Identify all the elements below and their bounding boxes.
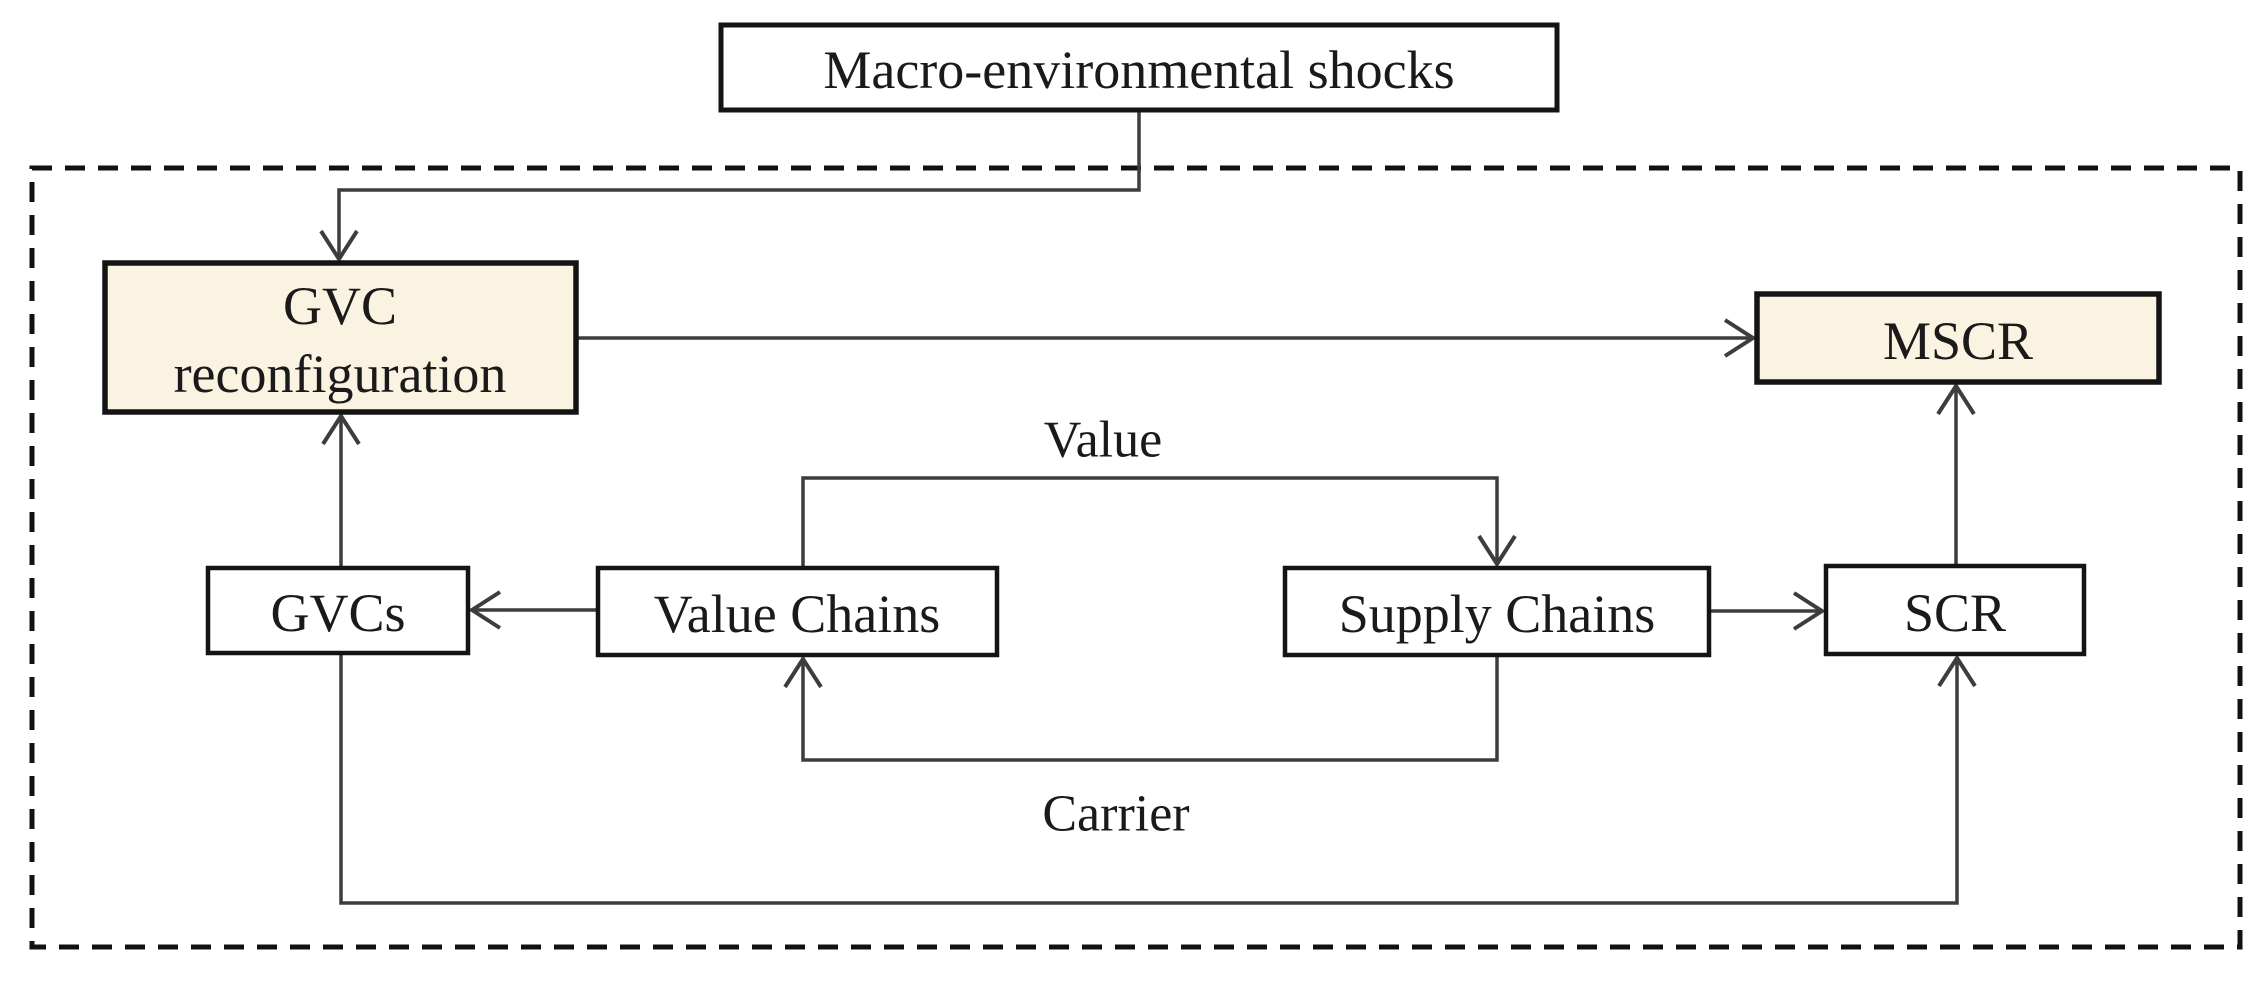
carrier-edge-label: Carrier xyxy=(1042,786,1189,843)
supply-chains-label: Supply Chains xyxy=(1339,584,1656,644)
scr-label: SCR xyxy=(1904,583,2006,643)
gvc-reconfiguration-label-line1: GVC xyxy=(283,276,397,336)
macro-environmental-shocks-label: Macro-environmental shocks xyxy=(823,40,1454,100)
node-mscr-box xyxy=(1754,291,2162,385)
edge-supply-chains-to-value-chains-carrier xyxy=(783,655,1499,762)
value-edge-label: Value xyxy=(1044,412,1162,469)
value-chains-label: Value Chains xyxy=(654,584,940,644)
edge-gvcs-to-scr-bottom xyxy=(339,653,1977,905)
mscr-label: MSCR xyxy=(1883,311,2033,371)
dashed-boundary-box xyxy=(29,165,2243,950)
node-gvcs-box xyxy=(205,565,471,656)
node-macro-environmental-shocks-box xyxy=(718,22,1560,113)
node-value-chains-box xyxy=(595,565,1000,658)
edge-value-chains-to-supply-chains-value xyxy=(801,476,1517,568)
node-scr-box xyxy=(1823,563,2087,657)
gvcs-label: GVCs xyxy=(270,583,405,643)
edge-macro-to-gvc-reconfiguration xyxy=(319,110,1141,263)
node-gvc-reconfiguration-box xyxy=(102,260,579,415)
node-supply-chains-box xyxy=(1282,565,1712,658)
gvc-reconfiguration-label-line2: reconfiguration xyxy=(174,344,507,404)
